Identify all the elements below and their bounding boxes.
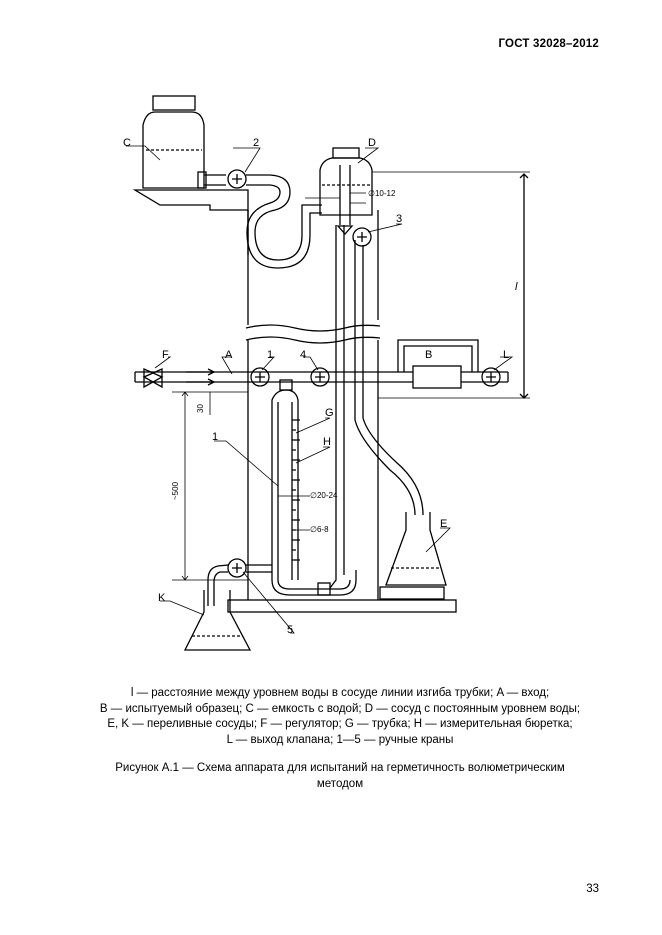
apparatus-diagram: C 2 D ∅10-12 3 l F A 1 4 B L 30 G 1 H ~5… (123, 95, 530, 651)
stand-lower (247, 340, 379, 600)
label-a: A (225, 349, 233, 361)
label-valve-3: 3 (396, 213, 402, 225)
label-valve-2: 2 (253, 137, 259, 149)
label-f: F (162, 349, 169, 361)
caption-line-1: Рисунок А.1 — Схема аппарата для испытан… (115, 762, 565, 774)
flow-arrow-1 (186, 368, 216, 376)
dim-lines-left (172, 391, 248, 581)
label-e: E (440, 518, 447, 530)
valve-5 (227, 558, 247, 578)
label-b: B (425, 349, 432, 361)
figure-caption: Рисунок А.1 — Схема аппарата для испытан… (40, 761, 640, 792)
label-valve-5: 5 (287, 624, 293, 636)
vessel-c-outlet (204, 174, 226, 186)
vessel-c-neck (152, 95, 196, 111)
burette-scale (292, 419, 300, 561)
valve-4 (310, 367, 330, 387)
label-h: H (323, 436, 331, 448)
label-d-6-8: ∅6-8 (310, 525, 329, 534)
vessel-c (142, 111, 205, 189)
flow-arrow-2 (186, 378, 216, 386)
burette-cap (279, 379, 293, 391)
flask-e-base (379, 586, 445, 600)
label-d-10-12: ∅10-12 (368, 189, 396, 198)
label-l: L (503, 349, 509, 361)
stand-upper (247, 210, 379, 325)
label-k: K (158, 592, 166, 604)
outlet-tube-k (207, 564, 229, 606)
label-d: D (368, 137, 376, 149)
standard-code-header: ГОСТ 32028–2012 (498, 38, 599, 50)
valve-l (481, 367, 501, 387)
regulator-f (142, 367, 164, 389)
label-length-l: l (515, 281, 518, 293)
caption-line-2: методом (316, 777, 364, 790)
valve-2 (227, 169, 247, 189)
legend-line-4: L — выход клапана; 1—5 — ручные краны (226, 733, 454, 746)
base-plate (227, 599, 457, 613)
flask-k (183, 590, 252, 651)
vessel-d-inner-tube (339, 165, 351, 225)
shelf (132, 189, 249, 211)
label-dim-30: 30 (196, 404, 205, 413)
burette-g (271, 389, 299, 580)
label-g: G (325, 407, 334, 419)
vessel-d-stopper (336, 225, 354, 235)
page-number: 33 (586, 883, 599, 895)
specimen-b (412, 365, 462, 389)
legend-line-2: B — испытуемый образец; C — емкость с во… (99, 702, 581, 715)
label-c: C (123, 137, 131, 149)
dim-l-line (519, 173, 529, 399)
stand-break-upper (245, 324, 381, 332)
label-valve-4: 4 (300, 349, 306, 361)
vessel-c-fitting (197, 171, 207, 189)
tube-d-right (354, 240, 424, 516)
bypass-loop (397, 339, 479, 372)
valve-1 (250, 367, 270, 387)
burette-bottom-u (271, 570, 357, 596)
label-valve-1: 1 (267, 349, 273, 361)
tube-d-left (329, 225, 345, 589)
flask-e (385, 512, 447, 586)
vessel-d-neck (332, 147, 360, 159)
figure-legend: l — расстояние между уровнем воды в сосу… (40, 686, 640, 748)
vessel-d (319, 157, 373, 216)
siphon-tube (246, 174, 322, 269)
valve-3 (352, 227, 372, 247)
main-line (135, 371, 398, 383)
burette-joint (317, 582, 331, 596)
stand-break-lower (245, 336, 381, 344)
label-leader-1: 1 (212, 431, 218, 443)
label-dim-500: ~500 (171, 481, 180, 500)
legend-line-1: l — расстояние между уровнем воды в сосу… (130, 687, 550, 699)
legend-line-3: E, K — переливные сосуды; F — регулятор;… (107, 718, 573, 730)
label-d-20-24: ∅20-24 (310, 491, 338, 500)
